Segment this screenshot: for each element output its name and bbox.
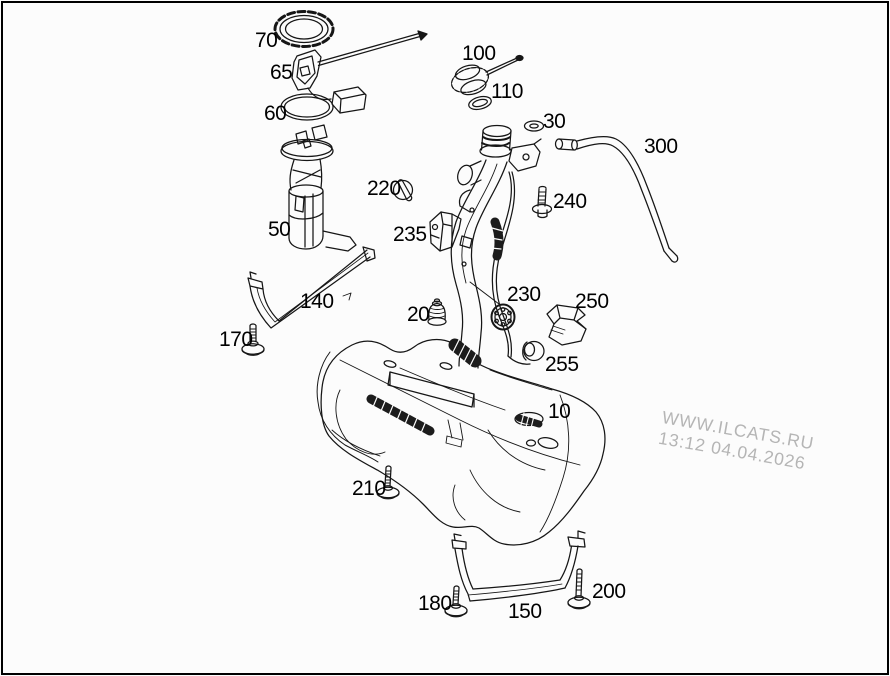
grommet-230-drawing bbox=[490, 303, 516, 331]
bolt-170-drawing bbox=[241, 323, 265, 356]
bolt-200-drawing bbox=[567, 568, 591, 610]
part-number-10-fuel-tank: 10 bbox=[548, 400, 571, 423]
part-number-150-tensioning-strap-rear: 150 bbox=[508, 600, 542, 623]
filler-neck-pipe-drawing bbox=[450, 124, 542, 369]
clip-220-drawing bbox=[392, 179, 414, 202]
fuel-filler-cap-drawing bbox=[450, 54, 524, 96]
part-number-20-rubber-buffer: 20 bbox=[407, 303, 430, 326]
part-number-230-grommet: 230 bbox=[507, 283, 541, 306]
holder-bracket-250-drawing bbox=[546, 304, 587, 346]
part-number-220-clip: 220 bbox=[367, 177, 401, 200]
part-number-30-washer: 30 bbox=[543, 110, 566, 133]
part-number-100-fuel-filler-cap: 100 bbox=[462, 42, 496, 65]
part-number-70-lock-ring: 70 bbox=[255, 29, 278, 52]
fuel-pump-module-drawing bbox=[280, 124, 357, 252]
washer-drawing bbox=[523, 120, 545, 132]
part-number-170-bolt-front-strap: 170 bbox=[219, 328, 253, 351]
part-number-300-vent-line: 300 bbox=[644, 135, 678, 158]
bracket-235-drawing bbox=[429, 211, 462, 252]
part-number-65-fuel-level-sender: 65 bbox=[270, 61, 293, 84]
screw-240-drawing bbox=[531, 185, 553, 219]
bolt-180-drawing bbox=[444, 585, 468, 618]
part-number-180-bolt-rear-strap-left: 180 bbox=[418, 592, 452, 615]
part-number-210-bolt-tank: 210 bbox=[352, 477, 386, 500]
part-number-60-seal-ring: 60 bbox=[264, 102, 287, 125]
fuel-level-sender-drawing bbox=[291, 30, 428, 114]
part-number-240-screw: 240 bbox=[553, 190, 587, 213]
part-number-200-bolt-rear-strap-right: 200 bbox=[592, 580, 626, 603]
part-number-140-tensioning-strap-front: 140 bbox=[300, 290, 334, 313]
part-number-250-holder-bracket: 250 bbox=[575, 290, 609, 313]
cap-seal-drawing bbox=[468, 95, 492, 111]
front-strap-140-drawing bbox=[247, 246, 376, 329]
part-number-50-fuel-pump-module: 50 bbox=[268, 218, 291, 241]
part-number-255-bushing: 255 bbox=[545, 353, 579, 376]
rear-strap-150-drawing bbox=[451, 530, 586, 602]
vent-line-drawing bbox=[554, 135, 679, 263]
bolt-210-drawing bbox=[376, 465, 400, 500]
part-number-110-cap-seal: 110 bbox=[491, 80, 523, 103]
lock-ring-drawing bbox=[273, 10, 335, 48]
bushing-255-drawing bbox=[522, 340, 545, 362]
seal-ring-drawing bbox=[280, 93, 334, 121]
part-number-235-bracket: 235 bbox=[393, 223, 427, 246]
fuel-tank-10-drawing bbox=[316, 338, 606, 546]
rubber-buffer-20-drawing bbox=[427, 298, 447, 326]
